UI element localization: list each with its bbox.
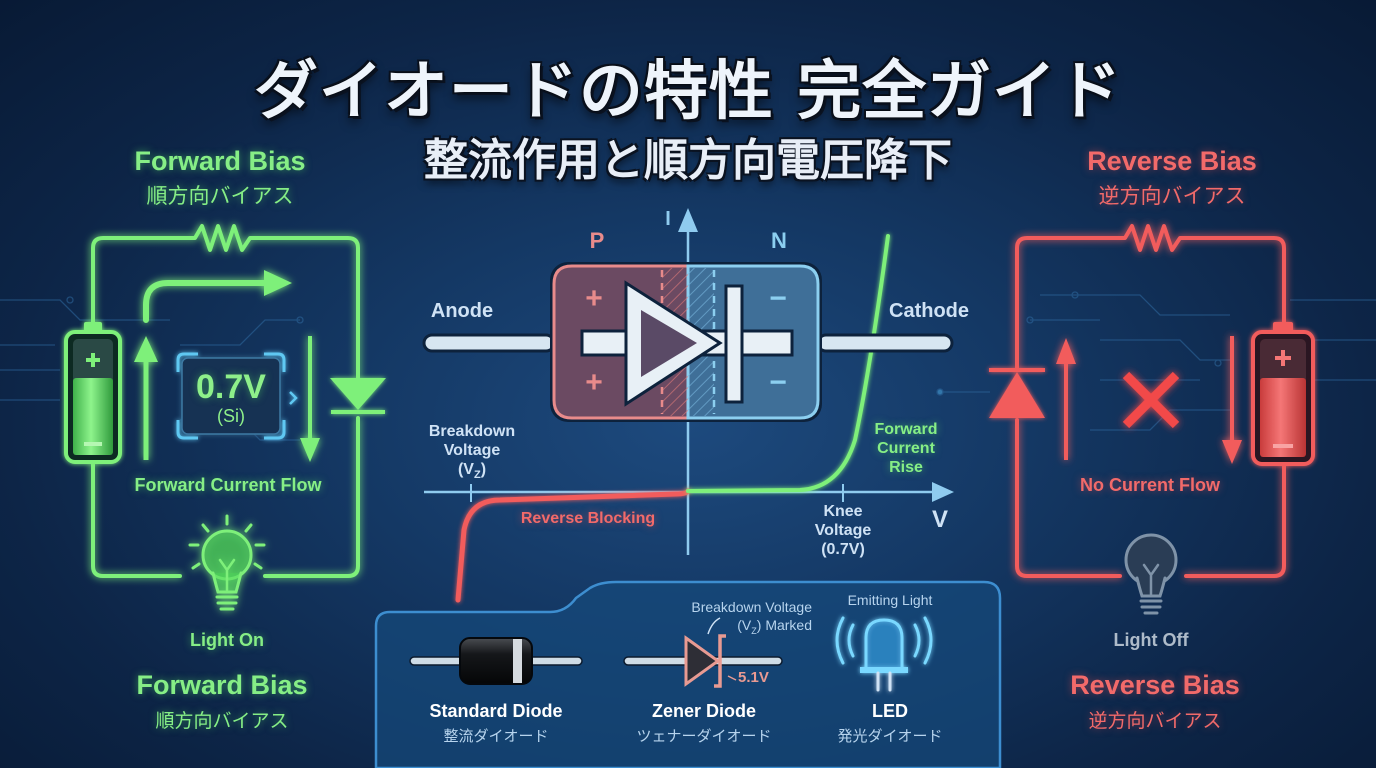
zener-note-subscript: Z	[751, 625, 757, 636]
i-axis-arrow-icon	[678, 208, 698, 232]
forward-footer-jp: 順方向バイアス	[155, 710, 289, 732]
diode-symbol	[580, 280, 794, 407]
chevron-right-icon	[289, 391, 298, 405]
zener-note-line-2: (VZ) Marked	[662, 616, 812, 640]
reverse-battery-icon	[1251, 322, 1315, 466]
knee-line-1: Knee	[823, 503, 863, 520]
forward-curve	[686, 234, 890, 493]
knee-line-3: (0.7V)	[821, 541, 865, 558]
standard-diode-icon	[409, 637, 583, 685]
forward-current-rise-label: Forward Current Rise	[860, 420, 952, 477]
breakdown-line-1: Breakdown	[428, 423, 516, 440]
forward-wire-top	[91, 224, 360, 380]
forward-voltage-material: (Si)	[217, 406, 245, 426]
reverse-wire-top	[1015, 224, 1286, 372]
rise-line-3: Rise	[889, 459, 923, 476]
reverse-heading-jp: 逆方向バイアス	[1098, 184, 1246, 208]
voltage-axis-label: V	[931, 506, 948, 533]
breakdown-line-3: (VZ)	[412, 460, 532, 485]
forward-footer-en: Forward Bias	[136, 670, 308, 700]
led-icon	[835, 616, 933, 692]
n-region-label: N	[771, 228, 787, 253]
zener-diode-name-jp: ツェナーダイオード	[636, 727, 772, 745]
cathode-lead	[816, 333, 954, 353]
reverse-wire-right	[1184, 460, 1286, 578]
n-minus-sign: −	[769, 282, 787, 315]
arrow-down-icon	[1222, 440, 1242, 464]
zener-note-paren: (V	[737, 617, 752, 633]
reverse-heading-en: Reverse Bias	[1087, 146, 1257, 176]
arrow-up-icon	[1056, 338, 1076, 364]
knee-voltage-label: Knee Voltage (0.7V)	[790, 502, 896, 559]
zener-note-marked: ) Marked	[756, 617, 812, 633]
arrow-up-icon	[134, 336, 158, 362]
breakdown-subscript: Z	[473, 469, 481, 482]
reverse-blocking-label: Reverse Blocking	[520, 510, 656, 527]
zener-diode-name: Zener Diode	[651, 701, 757, 721]
forward-circuit	[91, 224, 360, 578]
rise-line-2: Current	[877, 440, 935, 457]
no-current-label: No Current Flow	[1080, 475, 1220, 495]
breakdown-line-2: Voltage	[443, 442, 501, 459]
zener-diode-icon	[623, 617, 783, 688]
forward-voltage-value: 0.7V	[196, 368, 266, 406]
page-subtitle: 整流作用と順方向電圧降下	[424, 135, 952, 186]
arrow-right-icon	[264, 270, 292, 296]
page-title: ダイオードの特性 完全ガイド	[253, 55, 1123, 129]
breakdown-paren-close: )	[480, 461, 487, 478]
forward-wire-bottom	[91, 458, 182, 578]
reverse-footer-jp: 逆方向バイアス	[1088, 710, 1222, 732]
light-off-label: Light Off	[1113, 630, 1189, 650]
light-on-label: Light On	[190, 630, 264, 650]
anode-label: Anode	[430, 300, 494, 322]
forward-diode-icon	[330, 378, 386, 414]
no-current-x-icon	[1122, 371, 1180, 429]
v-axis-arrow-icon	[932, 482, 954, 502]
p-region-label: P	[589, 228, 605, 253]
zener-note: Breakdown Voltage (VZ) Marked	[662, 598, 812, 640]
reverse-footer-en: Reverse Bias	[1070, 670, 1240, 700]
rise-line-1: Forward	[874, 421, 938, 438]
reverse-current-arrows	[1056, 336, 1242, 464]
zener-voltage-value: 5.1V	[738, 669, 769, 686]
forward-battery-icon	[64, 322, 122, 464]
voltage-readout-frame	[176, 352, 298, 440]
standard-diode-name-jp: 整流ダイオード	[443, 727, 549, 745]
p-plus-sign: +	[585, 366, 603, 399]
p-plus-sign: +	[585, 282, 603, 315]
breakdown-paren: (V	[457, 461, 474, 478]
led-name: LED	[872, 701, 908, 721]
reverse-curve	[455, 488, 691, 603]
forward-current-arrows	[134, 270, 320, 462]
zener-note-line-1: Breakdown Voltage	[691, 599, 812, 615]
breakdown-voltage-label: Breakdown Voltage (VZ)	[412, 422, 532, 485]
reverse-wire-bottom	[1015, 418, 1122, 578]
cathode-label: Cathode	[889, 300, 969, 322]
forward-heading-en: Forward Bias	[134, 146, 306, 176]
bulb-on-icon	[188, 514, 266, 611]
background-circuit-traces	[0, 291, 1376, 441]
arrow-down-icon	[300, 438, 320, 462]
reverse-diode-icon	[989, 368, 1045, 418]
n-minus-sign: −	[769, 366, 787, 399]
standard-diode-name: Standard Diode	[429, 701, 563, 721]
knee-line-2: Voltage	[814, 522, 872, 539]
bulb-off-icon	[1124, 533, 1178, 615]
forward-flow-label: Forward Current Flow	[134, 475, 322, 495]
forward-heading-jp: 順方向バイアス	[146, 184, 294, 208]
led-note: Emitting Light	[847, 592, 933, 608]
pn-junction-box	[550, 262, 822, 422]
reverse-circuit	[1015, 224, 1286, 578]
anode-lead	[422, 333, 556, 353]
current-axis-label: I	[665, 208, 671, 230]
led-name-jp: 発光ダイオード	[837, 727, 943, 745]
forward-wire-right	[263, 416, 360, 578]
